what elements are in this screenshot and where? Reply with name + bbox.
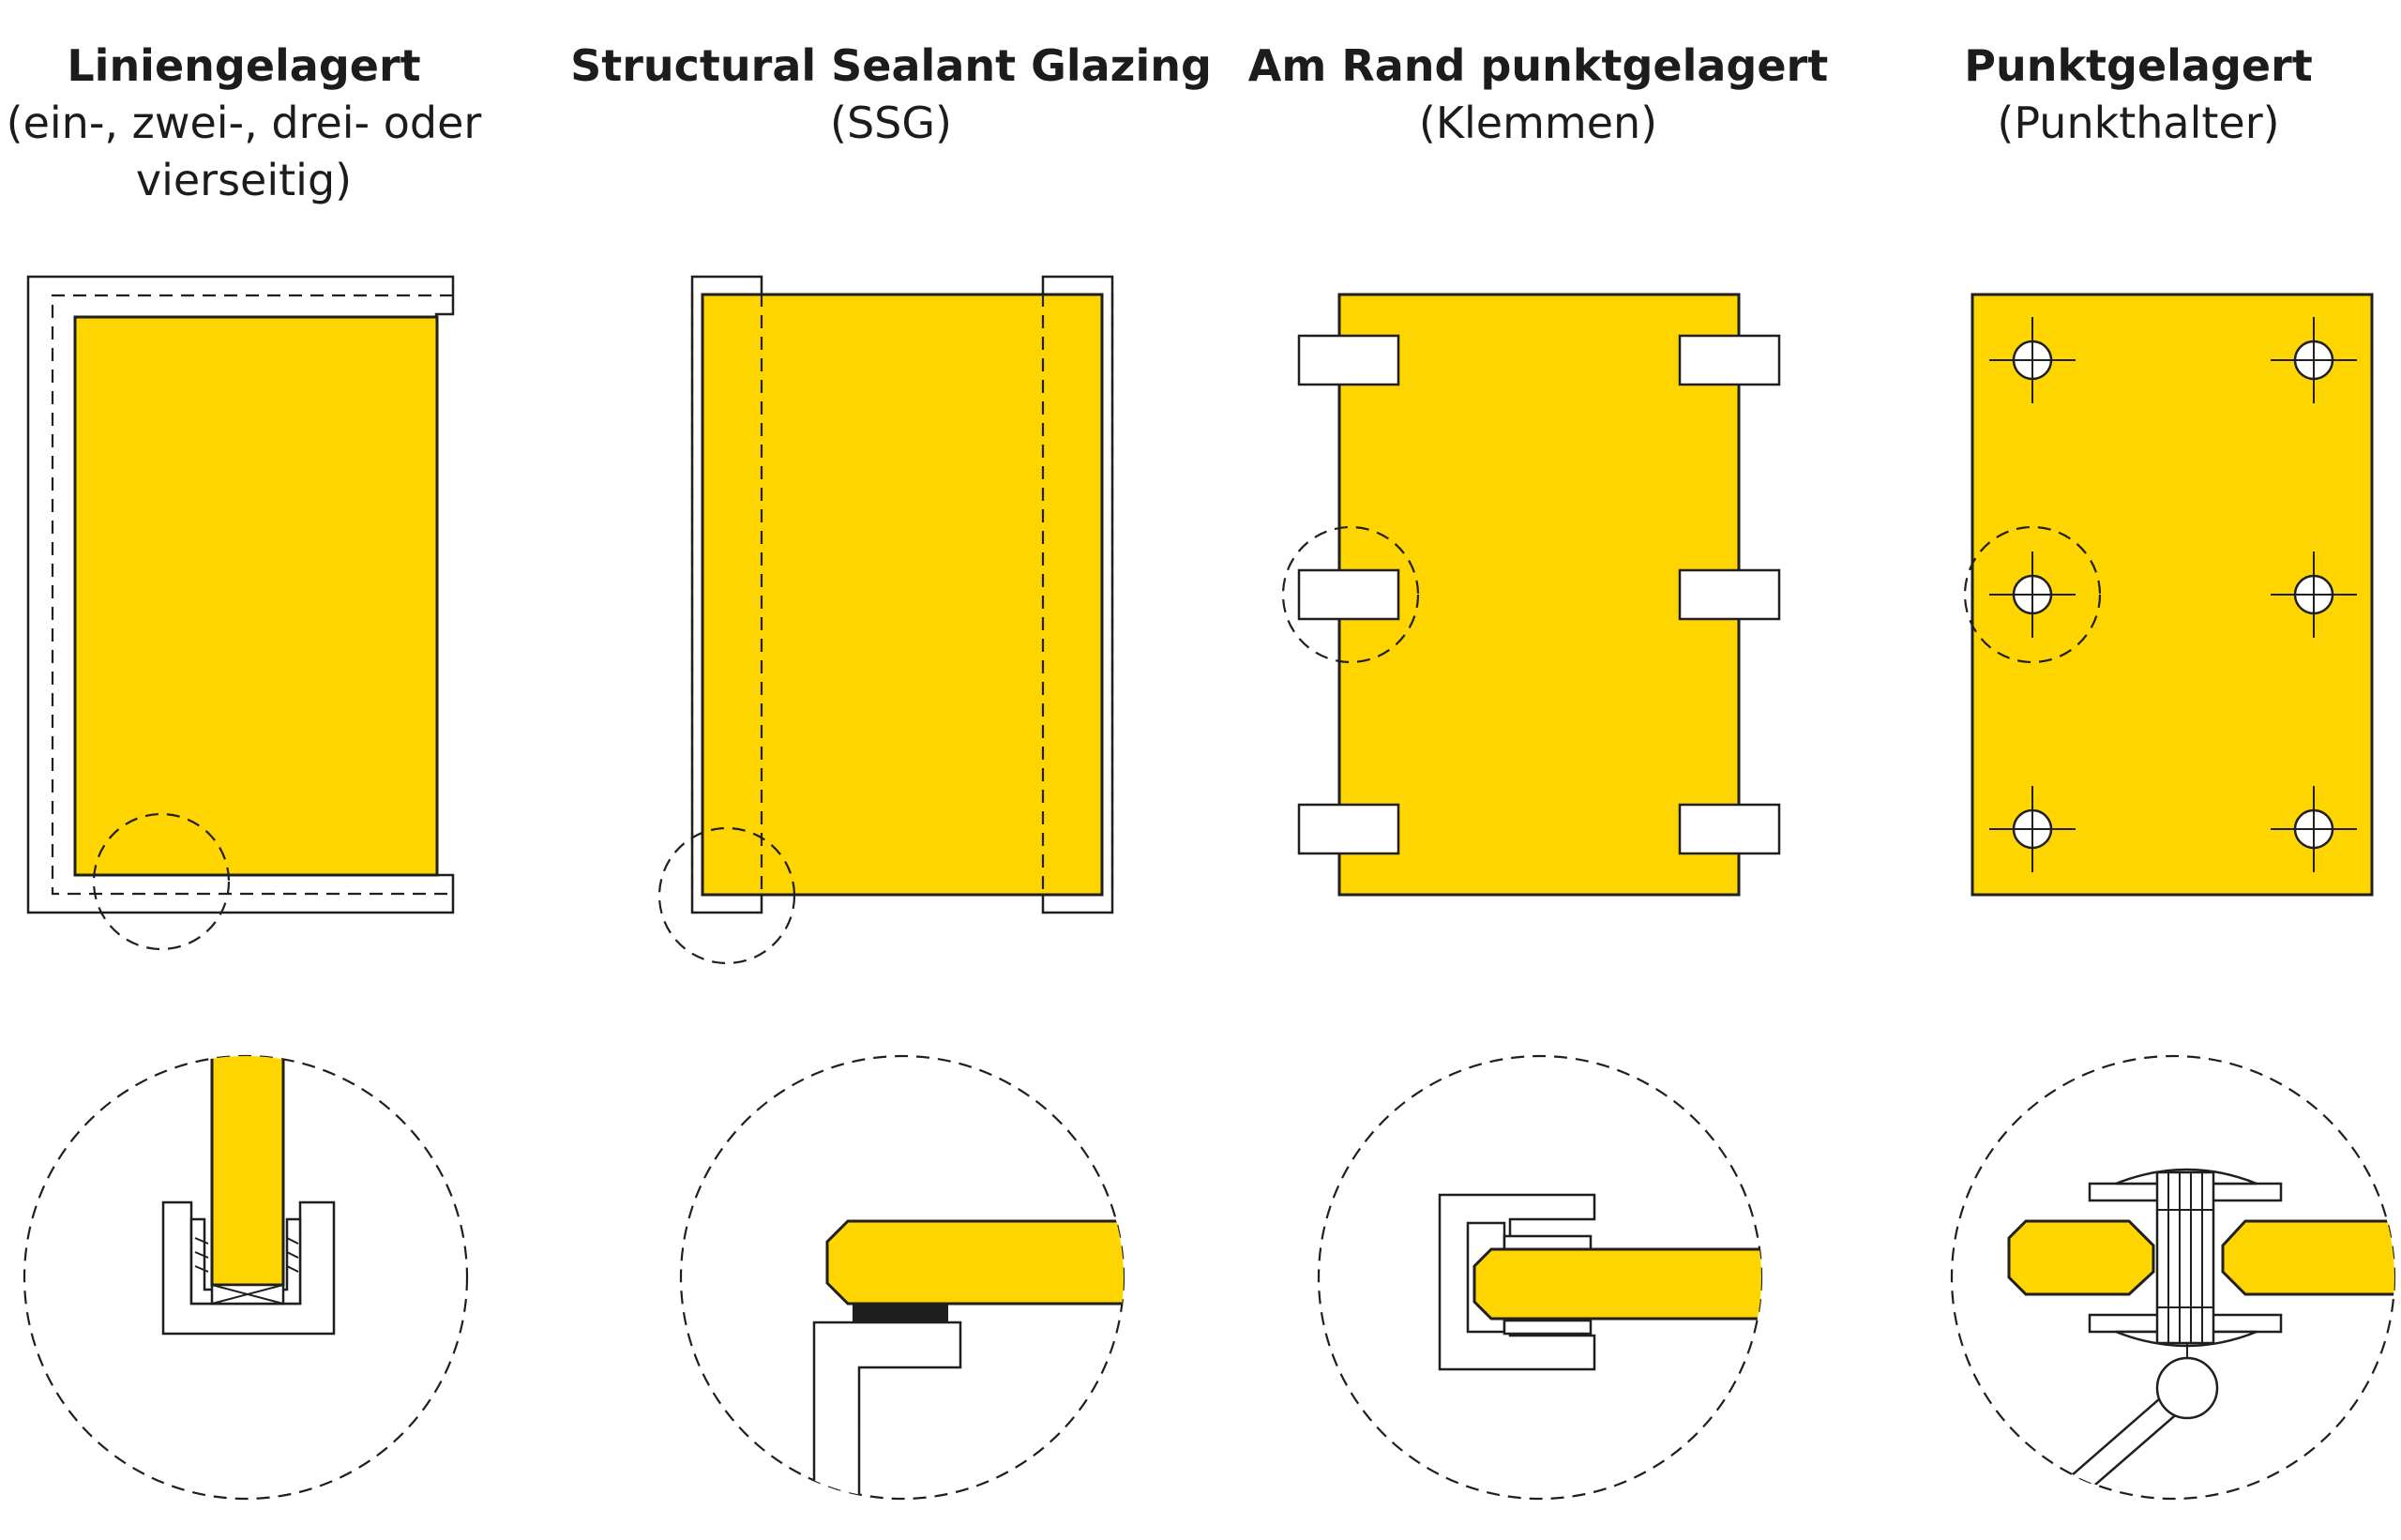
ball-joint (2155, 1356, 2219, 1420)
fixing-crosshair (1989, 551, 2076, 638)
support-bracket (812, 1321, 962, 1499)
point-fixing (2271, 786, 2357, 872)
bolt-body (2155, 1170, 2215, 1345)
frame-rebate-line (51, 294, 453, 896)
detail-ssg (679, 1054, 1125, 1501)
glass-right (2221, 1219, 2394, 1296)
seal-hatch (194, 1237, 299, 1273)
title-ssg: Structural Sealant Glazing (570, 40, 1212, 91)
detail-marker-circle (1963, 525, 2102, 664)
panel-liniengelagert (26, 275, 455, 951)
detail-marker-circle (1281, 525, 1420, 664)
fixing-crosshair (2271, 786, 2357, 872)
detail-liniengelagert (23, 1054, 469, 1501)
title-punkthalter: Punktgelagert (1964, 40, 2313, 91)
fixing-crosshair (2271, 551, 2357, 638)
point-fixings (1989, 317, 2357, 872)
detail-klemmen (1317, 1054, 1763, 1501)
clamp-left-bottom (1297, 803, 1400, 855)
glass-pane (1337, 293, 1741, 897)
clamp-left-middle (1297, 568, 1400, 621)
header-ssg: Structural Sealant Glazing (SSG) (563, 38, 1219, 152)
clamp-left-top (1297, 334, 1400, 386)
subtitle-klemmen: (Klemmen) (1418, 98, 1658, 148)
gasket-top (1503, 1234, 1593, 1251)
clamp-right-bottom (1678, 803, 1781, 855)
glass-edge (210, 1056, 285, 1287)
detail-marker-circle (657, 826, 796, 965)
gasket-bottom (1503, 1319, 1593, 1336)
glass-pane (73, 315, 439, 877)
point-fixing (2271, 551, 2357, 638)
title-klemmen: Am Rand punktgelagert (1247, 40, 1829, 91)
bolt-threads (2157, 1172, 2213, 1343)
clamp-right-middle (1678, 568, 1781, 621)
header-punkthalter: Punktgelagert (Punkthalter) (1876, 38, 2401, 152)
header-liniengelagert: Liniengelagert (ein-, zwei-, drei- oder … (0, 38, 488, 209)
glass-pane (701, 293, 1104, 897)
structural-sealant (853, 1303, 948, 1323)
title-liniengelagert: Liniengelagert (67, 40, 421, 91)
detail-punkthalter (1950, 1054, 2396, 1501)
point-fixing (2271, 317, 2357, 403)
glass-edge (1472, 1247, 1761, 1321)
subtitle-liniengelagert-line2: vierseitig) (135, 155, 353, 205)
point-fixing (1989, 317, 2076, 403)
header-klemmen: Am Rand punktgelagert (Klemmen) (1219, 38, 1857, 152)
fixing-crosshair (1989, 317, 2076, 403)
panel-punkthalter (1963, 293, 2374, 897)
panel-klemmen (1281, 293, 1781, 897)
glass-edge (825, 1219, 1124, 1306)
point-fixing (1989, 786, 2076, 872)
panel-ssg (657, 275, 1114, 965)
detail-marker-circle (92, 812, 231, 951)
fixing-crosshair (2271, 317, 2357, 403)
glass-left (2007, 1219, 2155, 1296)
subtitle-liniengelagert-line1: (ein-, zwei-, drei- oder (6, 98, 482, 148)
fixing-crosshair (1989, 786, 2076, 872)
setting-block-cross (211, 1284, 284, 1305)
clamp-right-top (1678, 334, 1781, 386)
subtitle-punkthalter: (Punkthalter) (1997, 98, 2280, 148)
point-fixing (1989, 551, 2076, 638)
subtitle-ssg: (SSG) (830, 98, 952, 148)
